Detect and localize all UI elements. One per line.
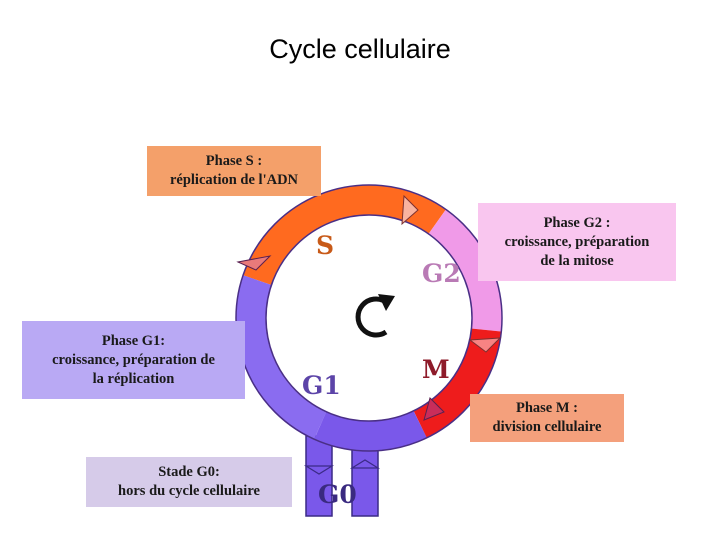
ring-label-s: S (316, 231, 334, 260)
transition-arrow-s-g2 (401, 194, 419, 226)
g0-stem-arrow-right (349, 459, 381, 469)
phase-g2-title: Phase G2 : (543, 214, 611, 231)
stage-g0-description: hors du cycle cellulaire (118, 483, 260, 499)
g0-stem-arrow-left (303, 465, 335, 475)
stage-g0-box: Stade G0: hors du cycle cellulaire (86, 457, 292, 507)
phase-m-box: Phase M : division cellulaire (470, 394, 624, 442)
phase-g2-box: Phase G2 : croissance, préparation de la… (478, 203, 676, 281)
g0-stem-left (305, 435, 333, 517)
phase-s-title: Phase S : (205, 153, 263, 169)
phase-g1-description-line1: croissance, préparation de (52, 351, 215, 368)
stage-g0-title: Stade G0: (158, 464, 220, 480)
phase-s-box: Phase S : réplication de l'ADN (147, 146, 321, 196)
phase-g1-description-line2: la réplication (92, 370, 175, 387)
ring-arc-bottom (313, 410, 427, 452)
phase-m-description: division cellulaire (492, 419, 602, 435)
phase-m-title: Phase M : (515, 400, 578, 416)
ring-label-g0: G0 (318, 480, 357, 509)
ring-label-m: M (422, 355, 450, 384)
phase-g1-title: Phase G1: (101, 332, 166, 349)
page-title: Cycle cellulaire (269, 34, 451, 64)
ring-arc-g1 (235, 275, 327, 440)
ring-label-g1: G1 (302, 371, 341, 400)
circular-arrow-icon (355, 294, 395, 338)
ring-outer-outline (235, 184, 503, 452)
transition-arrow-m-g0 (423, 397, 445, 421)
phase-g1-box: Phase G1: croissance, préparation de la … (22, 321, 245, 399)
transition-arrow-g2-m (468, 337, 502, 353)
ring-arc-g2 (427, 209, 502, 332)
phase-g2-description-line1: croissance, préparation (504, 233, 650, 250)
ring-inner-outline (265, 214, 473, 422)
transition-arrow-g1-s (236, 255, 272, 271)
phase-g2-description-line2: de la mitose (540, 252, 614, 269)
ring-label-g2: G2 (422, 259, 461, 288)
phase-s-description: réplication de l'ADN (169, 172, 299, 188)
